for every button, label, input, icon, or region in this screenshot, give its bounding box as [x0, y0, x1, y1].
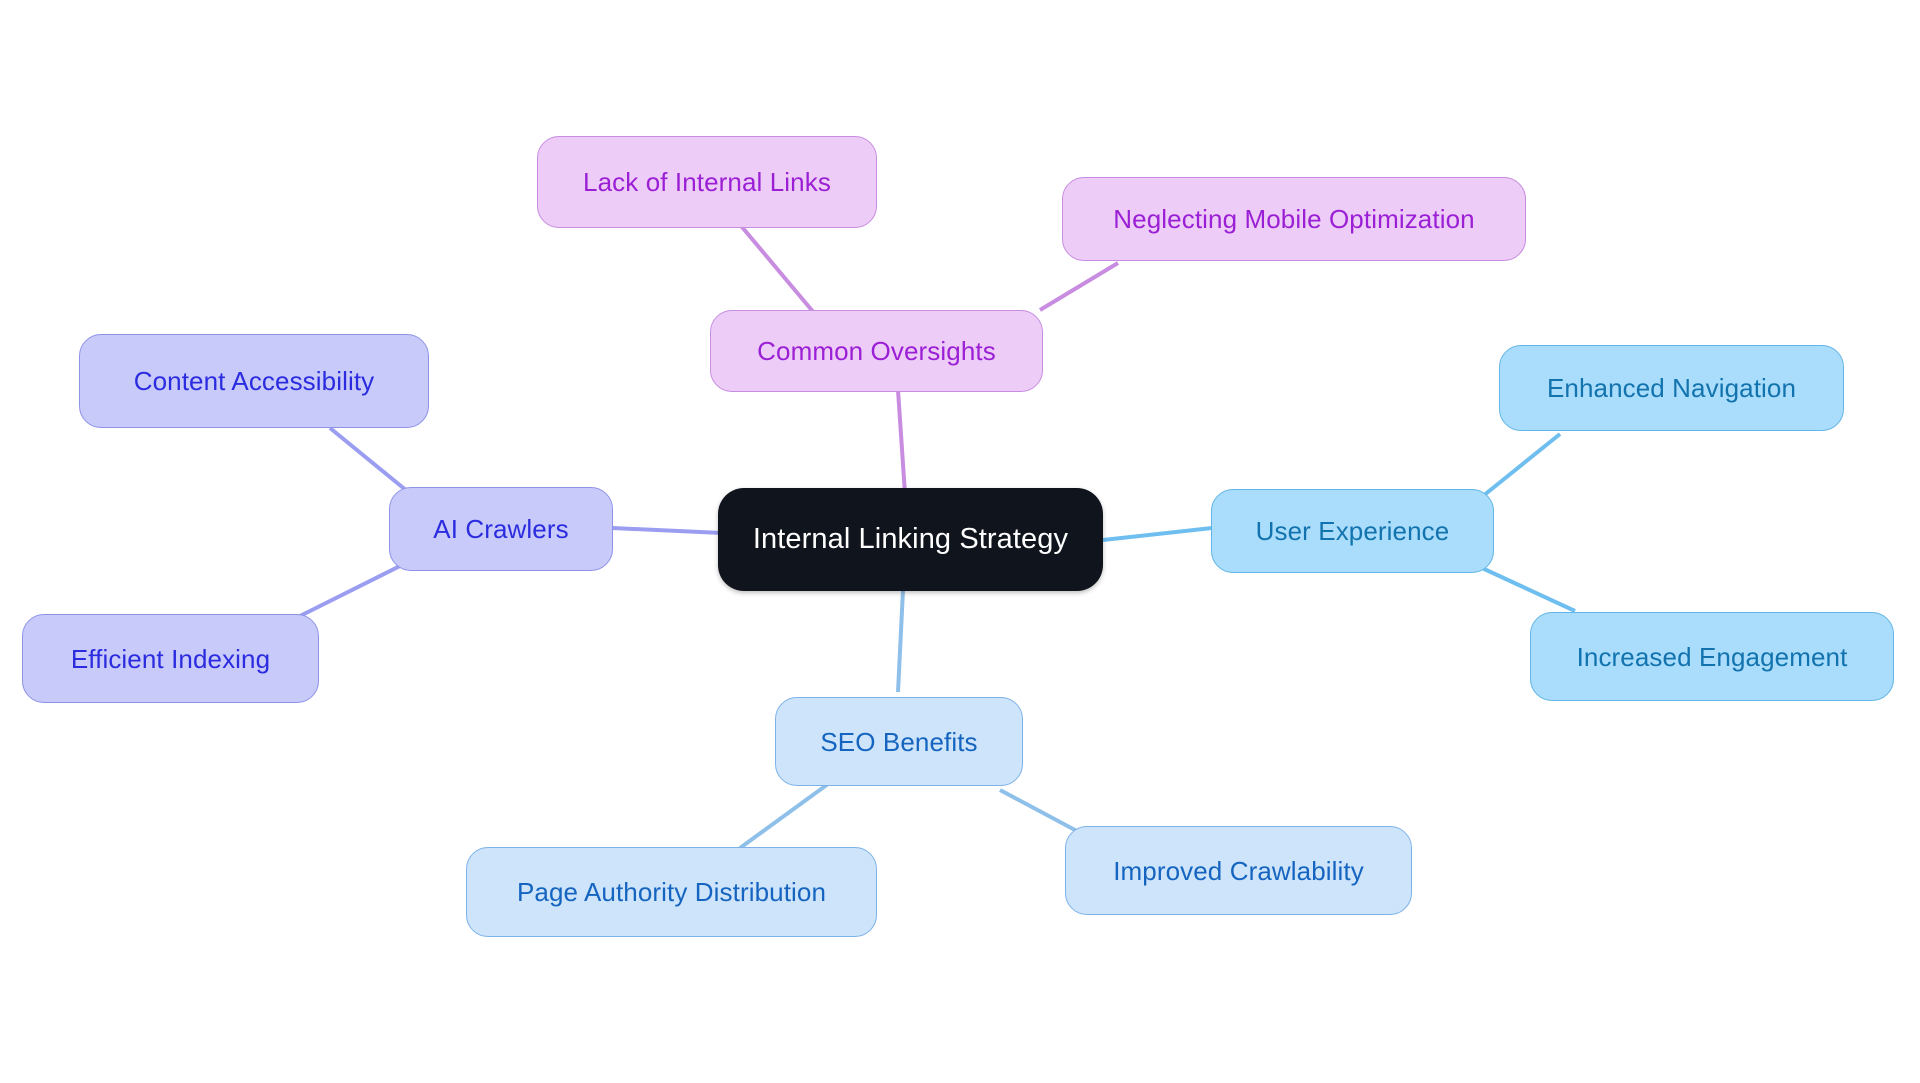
node-label: Lack of Internal Links	[583, 167, 831, 197]
node-enhanced-navigation[interactable]: Enhanced Navigation	[1499, 345, 1844, 431]
edge-common-oversights-lack-of-internal-links	[740, 225, 822, 322]
node-improved-crawlability[interactable]: Improved Crawlability	[1065, 826, 1412, 915]
node-ai-crawlers[interactable]: AI Crawlers	[389, 487, 613, 571]
edge-common-oversights-neglecting-mobile-optimization	[1038, 261, 1120, 312]
node-label: Content Accessibility	[133, 366, 375, 396]
node-label: Neglecting Mobile Optimization	[1113, 204, 1475, 234]
node-increased-engagement[interactable]: Increased Engagement	[1530, 612, 1894, 701]
node-label: Internal Linking Strategy	[752, 523, 1069, 555]
node-efficient-indexing[interactable]: Efficient Indexing	[22, 614, 319, 703]
edge-user-experience-increased-engagement	[1481, 566, 1576, 613]
edge-root-user-experience	[1102, 526, 1213, 542]
node-label: Efficient Indexing	[70, 643, 271, 674]
node-label: Enhanced Navigation	[1546, 373, 1797, 403]
node-lack-of-internal-links[interactable]: Lack of Internal Links	[537, 136, 877, 228]
edge-root-common-oversights	[896, 389, 907, 495]
node-user-experience[interactable]: User Experience	[1211, 489, 1494, 573]
edge-root-seo-benefits	[896, 589, 905, 693]
node-label: Page Authority Distribution	[516, 877, 827, 907]
node-label: Increased Engagement	[1576, 641, 1848, 672]
edge-user-experience-enhanced-navigation	[1476, 432, 1562, 502]
node-neglecting-mobile-optimization[interactable]: Neglecting Mobile Optimization	[1062, 177, 1526, 261]
edge-ai-crawlers-efficient-indexing	[299, 559, 411, 618]
node-label: Common Oversights	[757, 336, 996, 366]
node-label: User Experience	[1255, 516, 1450, 546]
edge-seo-benefits-page-authority-distribution	[738, 782, 830, 850]
node-label: SEO Benefits	[820, 726, 978, 757]
node-page-authority-distribution[interactable]: Page Authority Distribution	[466, 847, 877, 937]
node-internal-linking-strategy[interactable]: Internal Linking Strategy	[718, 488, 1103, 591]
node-label: Improved Crawlability	[1113, 855, 1364, 886]
node-content-accessibility[interactable]: Content Accessibility	[79, 334, 429, 428]
node-label: AI Crawlers	[433, 514, 569, 544]
edge-root-ai-crawlers	[611, 526, 723, 535]
node-common-oversights[interactable]: Common Oversights	[710, 310, 1043, 392]
node-seo-benefits[interactable]: SEO Benefits	[775, 697, 1023, 786]
